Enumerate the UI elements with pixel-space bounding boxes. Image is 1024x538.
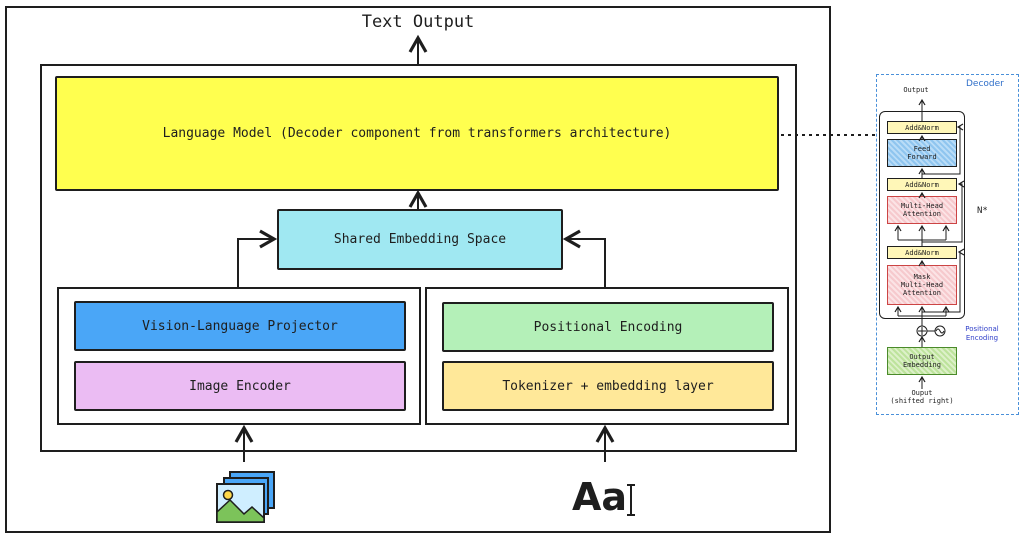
decoder-output-embedding: Output Embedding <box>887 347 957 375</box>
decoder-panel <box>876 74 1019 415</box>
decoder-input-label: Ouput (shifted right) <box>890 389 954 405</box>
vision-group <box>57 287 421 425</box>
decoder-n-label: N* <box>977 206 988 216</box>
model-container <box>40 64 797 452</box>
decoder-title: Decoder <box>966 79 1004 89</box>
decoder-output-label: Output <box>903 86 929 94</box>
image-encoder-block: Image Encoder <box>74 361 406 411</box>
language-model-block: Language Model (Decoder component from t… <box>55 76 779 191</box>
positional-encoding-block: Positional Encoding <box>442 302 774 352</box>
image-stack-icon <box>216 471 275 523</box>
vision-language-projector-block: Vision-Language Projector <box>74 301 406 351</box>
tokenizer-block: Tokenizer + embedding layer <box>442 361 774 411</box>
text-output-label: Text Output <box>361 12 475 32</box>
decoder-add-norm-bottom: Add&Norm <box>887 246 957 259</box>
text-group <box>425 287 789 425</box>
decoder-feed-forward: Feed Forward <box>887 139 957 167</box>
decoder-add-norm-top: Add&Norm <box>887 121 957 134</box>
outer-frame <box>5 6 831 533</box>
decoder-add-norm-middle: Add&Norm <box>887 178 957 191</box>
decoder-positional-encoding-label: Positional Encoding <box>965 325 999 342</box>
text-input-icon-label: Aa <box>572 475 628 519</box>
text-cursor-icon <box>627 484 635 516</box>
shared-embedding-block: Shared Embedding Space <box>277 209 563 270</box>
